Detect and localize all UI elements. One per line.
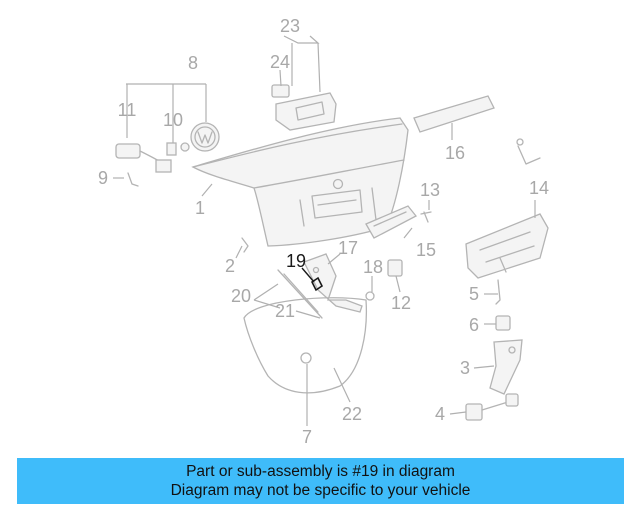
callout-5: 5: [469, 284, 479, 304]
latch-module-part: [465, 138, 549, 279]
callout-20: 20: [231, 286, 251, 306]
callout-labels: 23 24 8 11 10 16 9 13 14 1 15 17 19 2 18…: [98, 16, 549, 447]
callout-16: 16: [445, 143, 465, 163]
hinge-bolt-part: [365, 291, 375, 301]
lock-clip-part: [495, 315, 511, 331]
banner-line-part-number: Part or sub-assembly is #19 in diagram: [186, 463, 455, 480]
trunk-seal-part: [243, 297, 368, 394]
callout-14: 14: [529, 178, 549, 198]
callout-22: 22: [342, 404, 362, 424]
callout-3: 3: [460, 358, 470, 378]
cable-clip-part: [127, 172, 139, 187]
banner-line-disclaimer: Diagram may not be specific to your vehi…: [170, 482, 471, 499]
callout-12: 12: [391, 293, 411, 313]
callout-7: 7: [302, 427, 312, 447]
screw-part: [420, 211, 432, 223]
latch-part: [489, 339, 523, 395]
leader-lines: [113, 35, 536, 426]
callout-21: 21: [275, 301, 295, 321]
highlighted-part-19: [310, 276, 324, 292]
callout-17: 17: [338, 238, 358, 258]
callout-24: 24: [270, 52, 290, 72]
info-banner: Part or sub-assembly is #19 in diagram D…: [17, 458, 624, 504]
license-trim-part: [413, 95, 495, 133]
rod-part: [495, 279, 501, 305]
trunk-lid-part: [191, 117, 409, 247]
lock-cylinder-part: [115, 142, 190, 173]
callout-4: 4: [435, 404, 445, 424]
handle-assembly-part: [271, 84, 337, 131]
callout-10: 10: [163, 110, 183, 130]
callout-2: 2: [225, 256, 235, 276]
actuator-part: [465, 393, 519, 421]
light-housing-part: [365, 205, 418, 239]
emblem-part: [190, 122, 220, 152]
callout-18: 18: [363, 257, 383, 277]
callout-1: 1: [195, 198, 205, 218]
callout-19: 19: [286, 251, 306, 271]
callout-9: 9: [98, 168, 108, 188]
bump-stop-part: [241, 237, 249, 253]
grommet-part: [300, 352, 312, 364]
callout-13: 13: [420, 180, 440, 200]
callout-6: 6: [469, 315, 479, 335]
callout-11: 11: [118, 100, 137, 120]
callout-15: 15: [416, 240, 436, 260]
lift-support-part: [277, 269, 323, 319]
striker-part: [387, 259, 403, 277]
callout-8: 8: [188, 53, 198, 73]
callout-23: 23: [280, 16, 300, 36]
